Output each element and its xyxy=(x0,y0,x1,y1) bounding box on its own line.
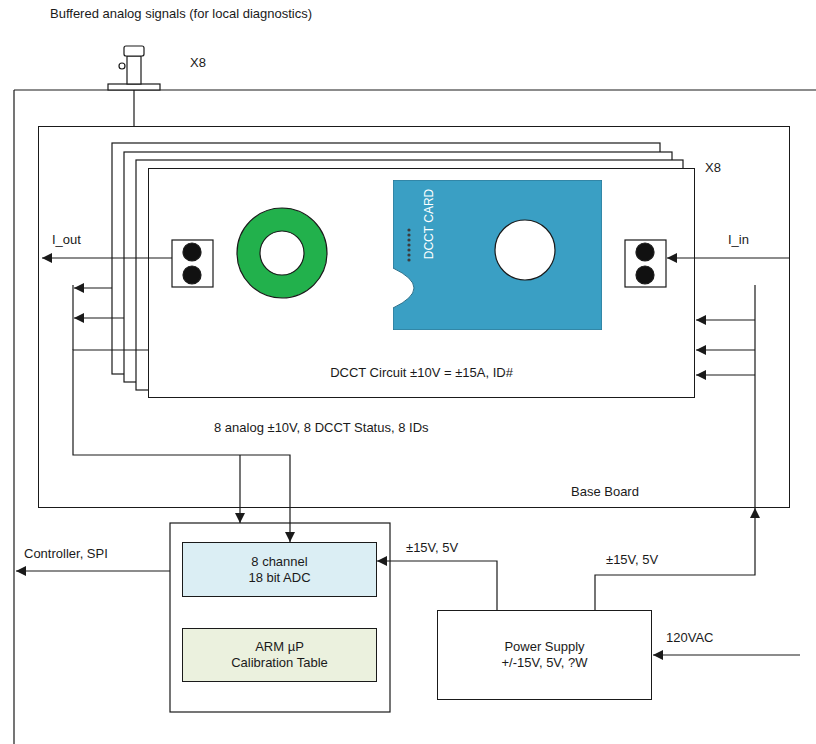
mains-wire xyxy=(653,654,800,655)
analog-tap xyxy=(74,317,124,318)
terminal-screw xyxy=(636,266,654,284)
card-count: X8 xyxy=(705,160,721,175)
i-out-wire xyxy=(42,257,172,258)
analog-tap xyxy=(74,287,112,288)
power-supply-box: Power Supply +/-15V, 5V, ?W xyxy=(437,610,652,700)
terminal-block xyxy=(172,240,213,287)
signal-connector xyxy=(377,561,497,610)
signal-connector xyxy=(595,508,755,610)
edge-label: ±15V, 5V xyxy=(404,540,460,555)
bnc-wire xyxy=(133,90,134,126)
connector-pin xyxy=(407,248,410,251)
card-aperture xyxy=(495,220,555,280)
enclosure-left xyxy=(13,90,14,744)
connector-pin xyxy=(407,233,410,236)
power-tap xyxy=(696,349,755,350)
toroid-hole xyxy=(260,231,304,275)
edge-label: 8 analog ±10V, 8 DCCT Status, 8 IDs xyxy=(212,420,431,435)
connector-pin xyxy=(407,258,410,261)
node-text: ARM µP Calibration Table xyxy=(226,639,334,671)
signal-connector xyxy=(73,350,290,542)
terminal-screw xyxy=(636,243,654,261)
bnc-body xyxy=(127,56,141,84)
bnc-flange xyxy=(108,84,160,90)
supply-name: 120VAC xyxy=(666,630,713,645)
i-in-wire xyxy=(667,257,790,258)
terminal-screw xyxy=(183,266,201,284)
interface-name: Controller, SPI xyxy=(24,546,108,561)
terminal-screw xyxy=(183,243,201,261)
toroid-core xyxy=(237,208,327,298)
node-text: DCCT CARD xyxy=(422,189,436,259)
bnc-pin xyxy=(119,63,125,69)
node-text: Power Supply +/-15V, 5V, ?W xyxy=(495,639,595,671)
card-front-ground xyxy=(148,168,695,398)
power-tap xyxy=(696,374,755,375)
connector-count: X8 xyxy=(190,55,206,70)
dcct-card: DCCT CARD xyxy=(393,180,602,330)
connector-caption: Buffered analog signals (for local diagn… xyxy=(50,6,312,21)
dcct-circuit-card: DCCT Circuit ±10V = ±15A, ID# DCCT CARD xyxy=(148,168,695,398)
analog-bus xyxy=(72,285,73,350)
spi-wire xyxy=(16,570,170,571)
edge-label: ±15V, 5V xyxy=(604,552,660,567)
signal-name: I_out xyxy=(52,232,81,247)
node-text: DCCT Circuit ±10V = ±15A, ID# xyxy=(149,365,694,380)
terminal-block xyxy=(625,240,666,287)
adc-box: 8 channel 18 bit ADC xyxy=(182,542,377,597)
connector-pin xyxy=(407,238,410,241)
power-bus xyxy=(754,285,755,508)
connector-pin xyxy=(407,253,410,256)
adc-module xyxy=(170,523,390,712)
base-board: Base BoardDCCT Circuit ±10V = ±15A, ID#D… xyxy=(38,126,790,508)
node-text: 8 channel 18 bit ADC xyxy=(245,554,315,586)
card-body xyxy=(393,180,602,330)
bnc-head xyxy=(124,46,144,56)
signal-name: I_in xyxy=(728,232,749,247)
connector-pin xyxy=(407,243,410,246)
connector-pin xyxy=(407,228,410,231)
power-tap xyxy=(696,319,755,320)
processor-box: ARM µP Calibration Table xyxy=(182,628,377,682)
analog-branch xyxy=(239,455,240,523)
node-text: Base Board xyxy=(571,484,639,499)
